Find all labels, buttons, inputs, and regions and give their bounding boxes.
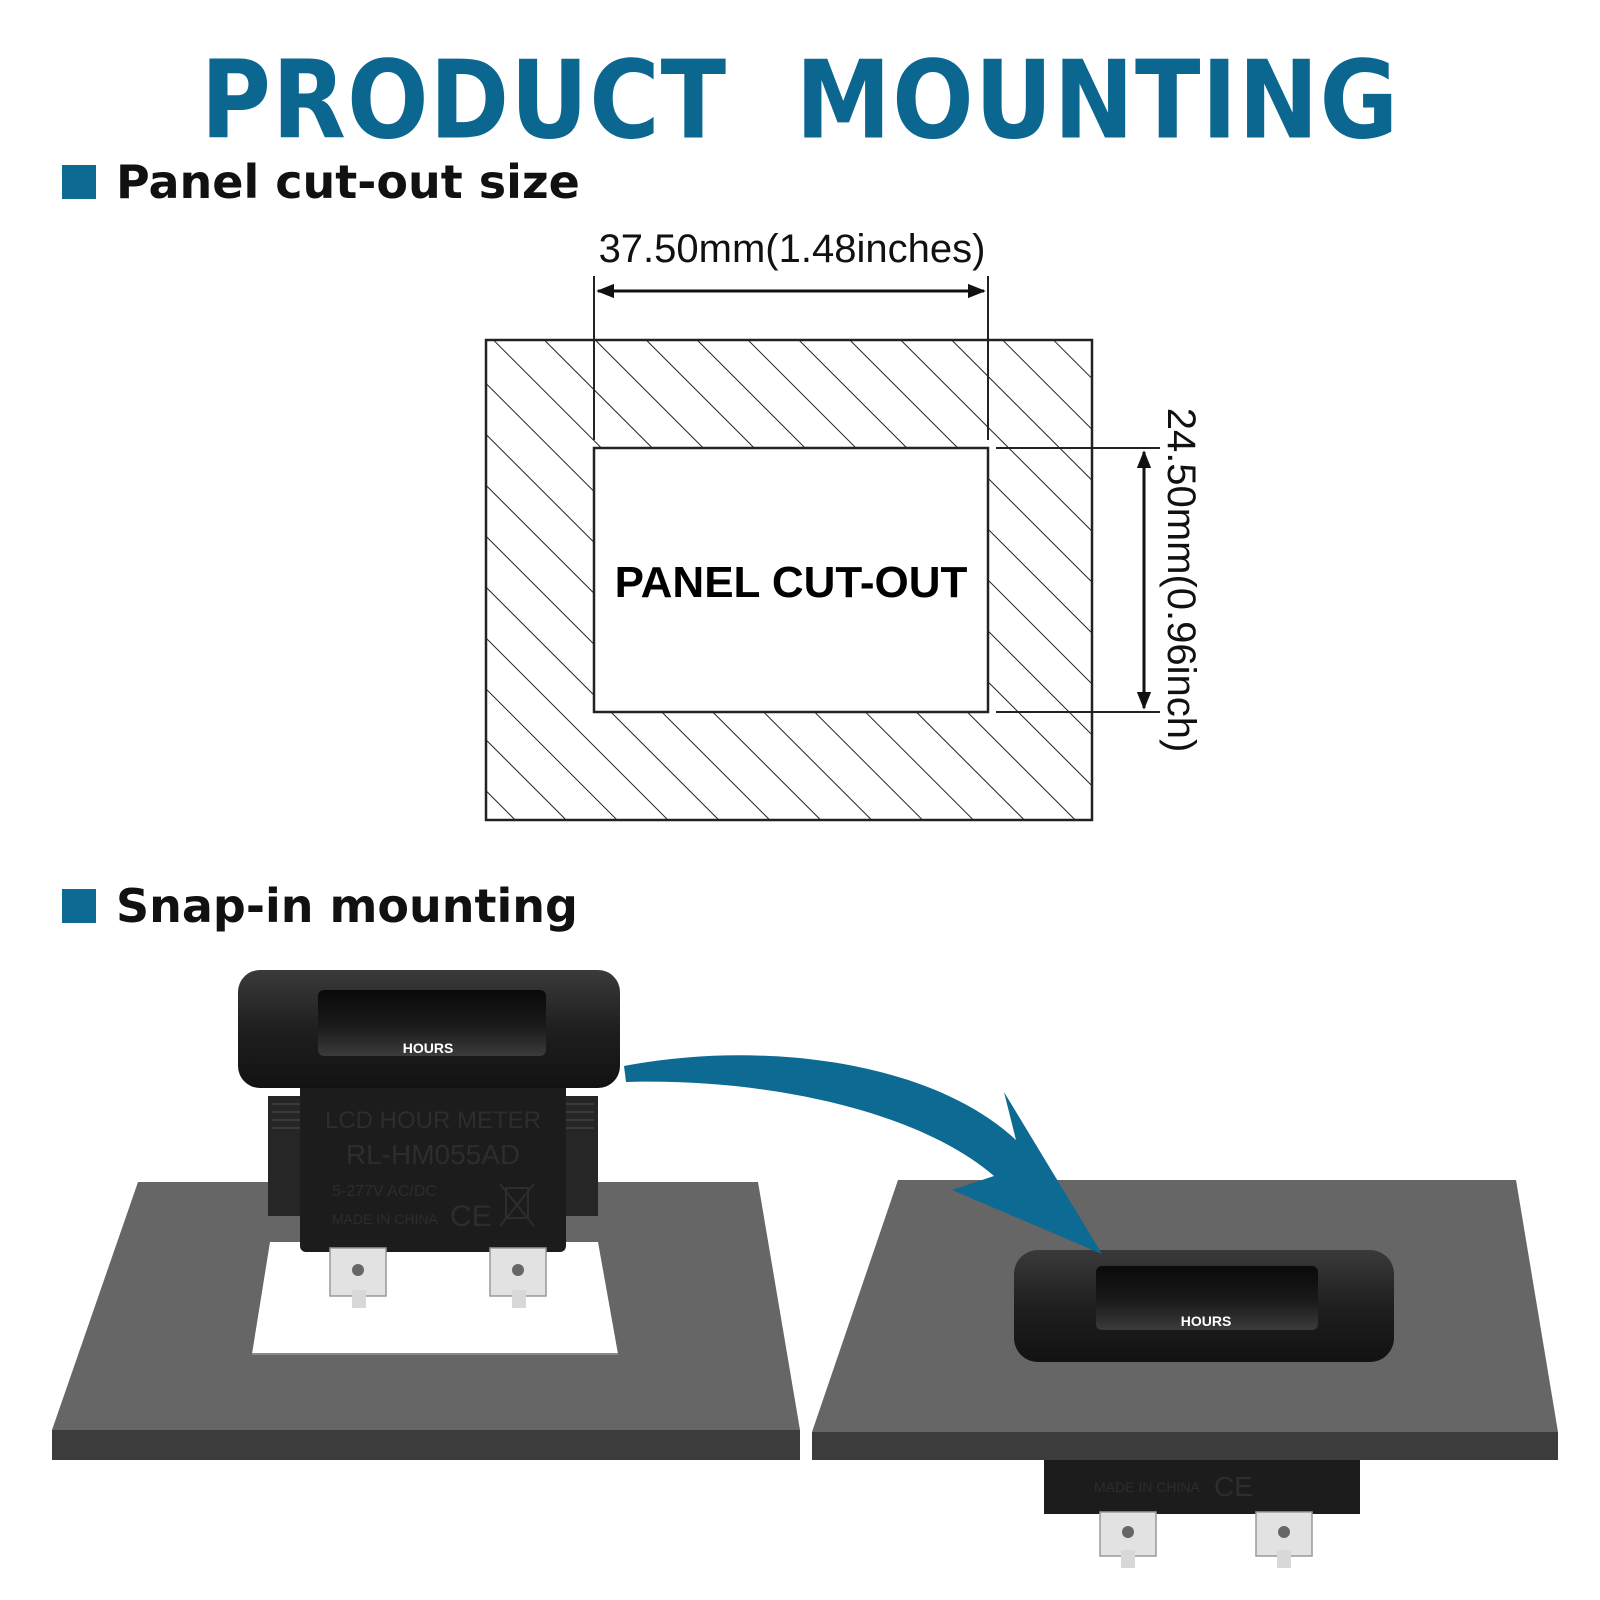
ce-mark-rear: CE: [1214, 1471, 1253, 1502]
cutout-window: [592, 446, 990, 714]
terminal-right: [489, 1247, 547, 1308]
cutout-label: PANEL CUT-OUT: [615, 558, 968, 607]
page-title: PRODUCT MOUNTING: [200, 38, 1400, 164]
square-bullet-icon: [62, 889, 96, 923]
meter-housing: [300, 1080, 566, 1252]
section-panel-cutout-size: Panel cut-out size: [62, 152, 580, 212]
lcd-window-mounted: [1096, 1266, 1318, 1330]
cutout-diagram: PANEL CUT-OUT 37.50mm(1.48inches) 24.50m…: [484, 227, 1203, 822]
made-in-label: MADE IN CHINA: [332, 1211, 438, 1227]
panel-edge-right: [812, 1432, 1558, 1460]
terminal-right-rear: [1255, 1511, 1313, 1568]
height-label: 24.50mm(0.96inch): [1159, 408, 1203, 753]
section-snap-in-mounting: Snap-in mounting: [62, 876, 578, 936]
section-label: Snap-in mounting: [116, 879, 578, 933]
terminal-left: [329, 1247, 387, 1308]
model-number: RL-HM055AD: [346, 1139, 520, 1170]
made-in-label-rear: MADE IN CHINA: [1094, 1479, 1200, 1495]
panel-after-mounting: MADE IN CHINA CE HOURS: [812, 1180, 1558, 1568]
hour-meter-unmounted: LCD HOUR METER RL-HM055AD 5-277V AC/DC M…: [238, 970, 620, 1308]
product-name: LCD HOUR METER: [325, 1107, 541, 1134]
terminal-left-rear: [1099, 1511, 1157, 1568]
square-bullet-icon: [62, 165, 96, 199]
weee-bin-icon: [499, 1183, 535, 1227]
snap-in-direction-arrow-icon: [624, 1055, 1102, 1254]
voltage-rating: 5-277V AC/DC: [332, 1183, 437, 1200]
panel-before-mounting: LCD HOUR METER RL-HM055AD 5-277V AC/DC M…: [52, 970, 800, 1460]
hours-label-mounted: HOURS: [1181, 1313, 1232, 1329]
panel-hole: [252, 1242, 618, 1354]
width-label: 37.50mm(1.48inches): [599, 227, 986, 271]
section-label: Panel cut-out size: [116, 155, 580, 209]
panel-edge: [52, 1430, 800, 1460]
lcd-window: [318, 990, 546, 1056]
ce-mark: CE: [450, 1200, 492, 1233]
hours-label: HOURS: [403, 1040, 454, 1056]
